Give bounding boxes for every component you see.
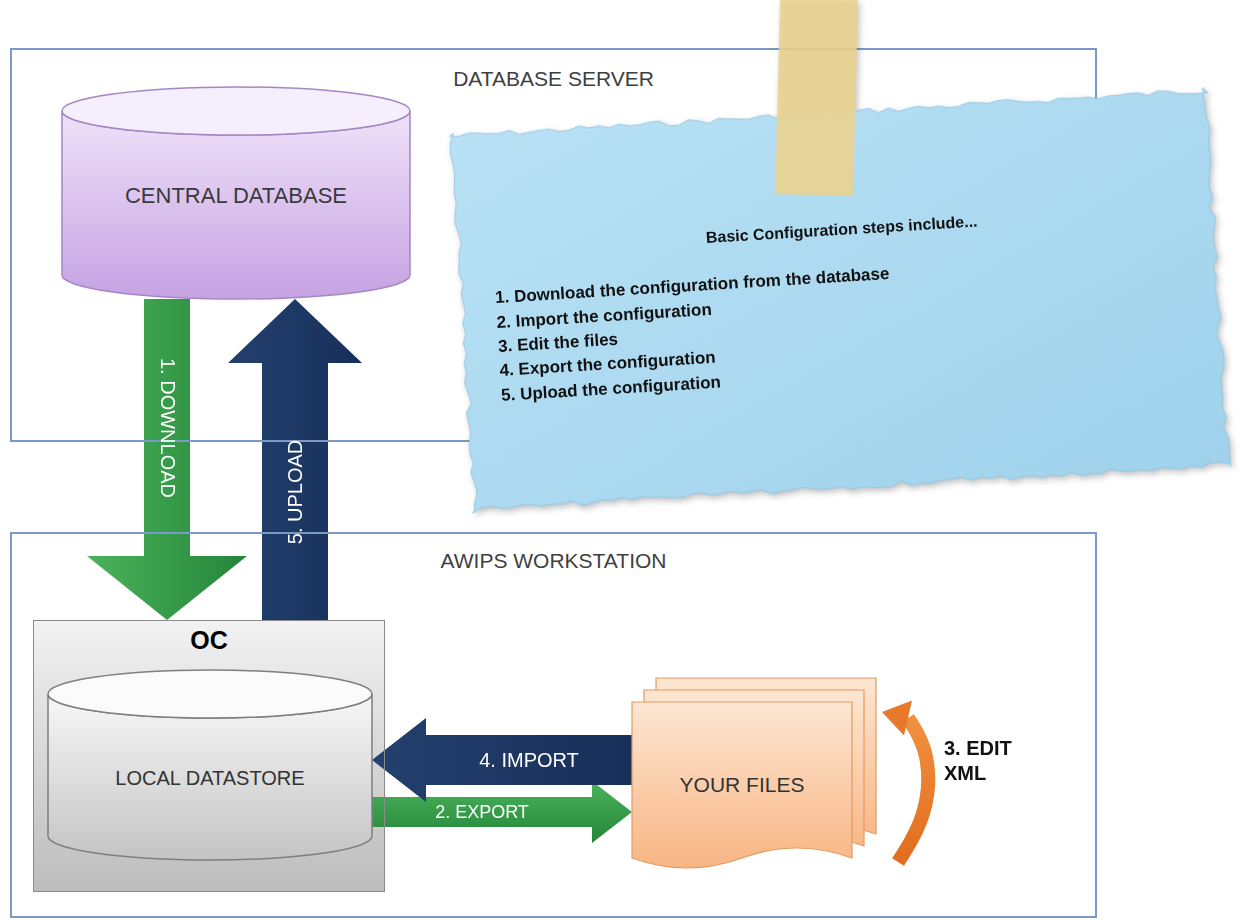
arrow-label: 5. UPLOAD <box>283 439 308 543</box>
step-label: 3. EDIT XML <box>944 736 1030 786</box>
node-label: YOUR FILES <box>680 772 805 797</box>
loop-stroke <box>898 718 928 862</box>
text-group: LOCAL DATASTORE <box>48 766 372 790</box>
cylinder-body <box>48 694 372 860</box>
node-label: LOCAL DATASTORE <box>115 766 304 790</box>
arrow-body <box>87 299 247 620</box>
file-page <box>632 702 852 868</box>
background-layer <box>34 621 384 891</box>
text-group: DATABASE SERVER <box>12 66 1095 91</box>
database-cylinder: CENTRAL DATABASE <box>62 87 410 299</box>
note-card: Basic Configuration steps include...1. D… <box>449 87 1231 513</box>
step-item: 3. Edit the files <box>498 330 619 358</box>
node-label: OC <box>190 625 228 655</box>
cylinder-top <box>62 87 410 135</box>
block-arrow <box>372 718 632 802</box>
arrow-label: 4. IMPORT <box>479 748 579 773</box>
datastore-cylinder: LOCAL DATASTORE <box>48 670 372 860</box>
text-group: YOUR FILES <box>632 772 852 797</box>
region-title: DATABASE SERVER <box>453 66 654 91</box>
oc-box: LOCAL DATASTORE OC <box>33 620 385 892</box>
block-arrow <box>87 299 247 620</box>
node-label: CENTRAL DATABASE <box>125 183 347 209</box>
oc-fill <box>34 621 384 891</box>
arrow-label: 2. EXPORT <box>435 801 529 824</box>
text-group: AWIPS WORKSTATION <box>12 548 1095 573</box>
workstation-region: LOCAL DATASTORE OC YOUR FILES AWIPS WORKSTA… <box>10 532 1097 918</box>
edit-loop-arrow <box>882 700 928 862</box>
block-arrow <box>228 299 362 620</box>
cyl-shape <box>48 670 372 860</box>
file-stack: YOUR FILES <box>632 702 852 870</box>
arrow-body <box>228 299 362 620</box>
arrow-body <box>372 718 632 802</box>
text-group: CENTRAL DATABASE <box>62 183 410 209</box>
arrow-label: 1. DOWNLOAD <box>155 357 180 497</box>
tape-strip <box>775 0 858 196</box>
loop-arrowhead <box>882 700 912 735</box>
region-title: AWIPS WORKSTATION <box>441 548 667 573</box>
cylinder-top <box>48 670 372 718</box>
cylinder-body <box>62 111 410 299</box>
text-group: OC <box>34 625 384 655</box>
